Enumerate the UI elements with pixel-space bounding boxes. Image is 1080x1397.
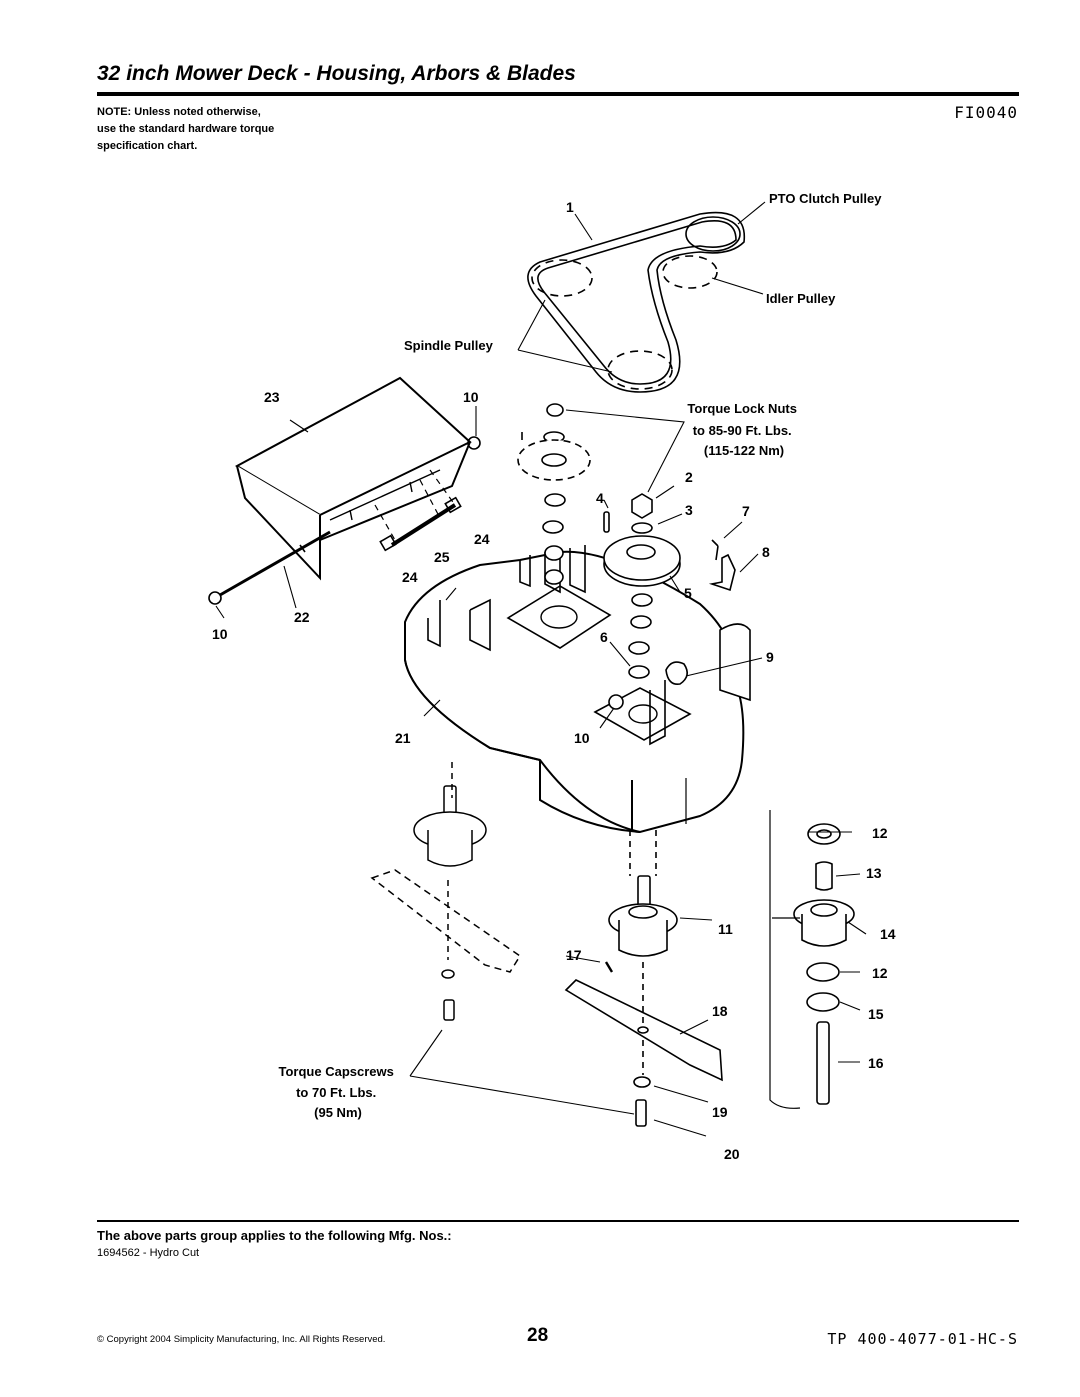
torque-lock-nuts-line-1: Torque Lock Nuts <box>687 401 797 416</box>
torque-lock-nuts-line-2: to 85-90 Ft. Lbs. <box>693 423 792 438</box>
part-number-label: 13 <box>866 865 882 881</box>
idler-pulley-shape <box>662 255 718 289</box>
part-number-label: 19 <box>712 1104 728 1120</box>
part-number-label: 7 <box>742 503 750 519</box>
part-number-label: 12 <box>872 965 888 981</box>
note-line-2: use the standard hardware torque <box>97 123 275 135</box>
spindle-pulley-shape <box>607 350 673 390</box>
mfg-number: 1694562 - Hydro Cut <box>97 1247 200 1259</box>
part-number-label: 5 <box>684 585 692 601</box>
pto-clutch-pulley-shape <box>685 216 741 252</box>
part-number-label: 16 <box>868 1055 884 1071</box>
torque-capscrews-line-1: Torque Capscrews <box>279 1064 394 1079</box>
part-number-label: 10 <box>212 626 228 642</box>
deck-housing <box>404 545 751 834</box>
document-code: TP 400-4077-01-HC-S <box>827 1330 1018 1348</box>
idler-pulley-stack <box>603 493 736 710</box>
part-number-label: 9 <box>766 649 774 665</box>
copyright-notice: © Copyright 2004 Simplicity Manufacturin… <box>97 1334 386 1345</box>
page-number: 28 <box>527 1325 549 1346</box>
part-number-label: 1 <box>566 199 574 215</box>
part-number-label: 25 <box>434 549 450 565</box>
figure-id: FI0040 <box>954 103 1018 122</box>
page-title: 32 inch Mower Deck - Housing, Arbors & B… <box>97 62 576 85</box>
left-belt-pulley-shape <box>531 259 593 297</box>
note-line-1: NOTE: Unless noted otherwise, <box>97 106 261 118</box>
part-number-label: 17 <box>566 947 582 963</box>
part-number-label: 10 <box>574 730 590 746</box>
belt-inner <box>537 220 737 385</box>
left-spindle-assembly <box>370 762 522 1021</box>
belt-outline <box>527 211 746 393</box>
part-number-label: 4 <box>596 490 604 506</box>
torque-note: NOTE: Unless noted otherwise, use the st… <box>97 104 357 155</box>
pto-clutch-pulley-label: PTO Clutch Pulley <box>769 191 882 206</box>
spindle-pulley-label: Spindle Pulley <box>404 338 494 353</box>
part-number-label: 11 <box>718 921 733 937</box>
part-number-label: 20 <box>724 1146 740 1162</box>
left-hardware <box>208 436 481 605</box>
idler-pulley-label: Idler Pulley <box>766 291 836 306</box>
center-spindle-assembly <box>564 830 723 1127</box>
applies-heading: The above parts group applies to the fol… <box>97 1228 452 1243</box>
part-number-label: 12 <box>872 825 888 841</box>
torque-capscrews-label: Torque Capscrews to 70 Ft. Lbs. (95 Nm) <box>279 1064 398 1120</box>
part-number-label: 10 <box>463 389 479 405</box>
part-number-label: 24 <box>474 531 490 547</box>
part-number-label: 14 <box>880 926 896 942</box>
part-number-label: 2 <box>685 469 693 485</box>
part-number-label: 22 <box>294 609 310 625</box>
part-number-label: 23 <box>264 389 280 405</box>
part-number-label: 24 <box>402 569 418 585</box>
torque-lock-nuts-label: Torque Lock Nuts to 85-90 Ft. Lbs. (115-… <box>687 401 800 458</box>
belt-diagram <box>527 211 746 393</box>
right-spindle-parts <box>769 810 855 1109</box>
part-number-label: 6 <box>600 629 608 645</box>
part-number-label: 15 <box>868 1006 884 1022</box>
part-number-label: 8 <box>762 544 770 560</box>
exploded-parts-diagram: PTO Clutch Pulley Idler Pulley Spindle P… <box>208 191 896 1162</box>
part-number-label: 3 <box>685 502 693 518</box>
footer-rule <box>97 1220 1019 1222</box>
part-number-label: 21 <box>395 730 411 746</box>
torque-lock-nuts-line-3: (115-122 Nm) <box>704 443 784 458</box>
torque-capscrews-line-3: (95 Nm) <box>314 1105 362 1120</box>
torque-capscrews-line-2: to 70 Ft. Lbs. <box>296 1085 376 1100</box>
note-line-3: specification chart. <box>97 140 198 152</box>
leader-lines <box>215 201 867 1137</box>
part-number-label: 18 <box>712 1003 728 1019</box>
spindle-pulley-stack <box>517 403 591 585</box>
title-rule <box>97 92 1019 96</box>
belt-cover <box>234 376 472 581</box>
